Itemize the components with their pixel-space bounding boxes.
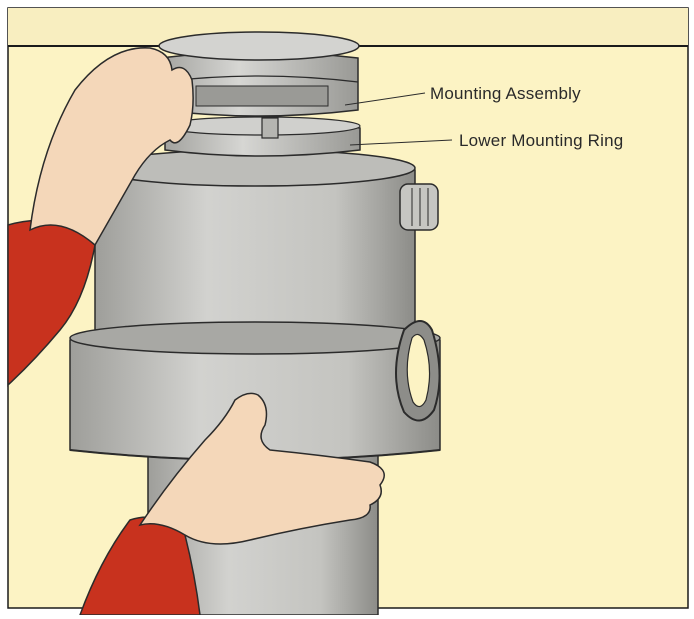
lower-mounting-ring-label: Lower Mounting Ring: [459, 131, 623, 151]
dishwasher-inlet: [400, 184, 438, 230]
disposal-body: [95, 160, 415, 340]
mounting-assembly-label: Mounting Assembly: [430, 84, 581, 104]
discharge-outlet-hole: [407, 334, 429, 406]
mounting-assembly-top: [159, 32, 359, 60]
mounting-lug: [262, 118, 278, 138]
mounting-assembly-band: [196, 86, 328, 106]
motor-top-rim: [70, 322, 440, 354]
